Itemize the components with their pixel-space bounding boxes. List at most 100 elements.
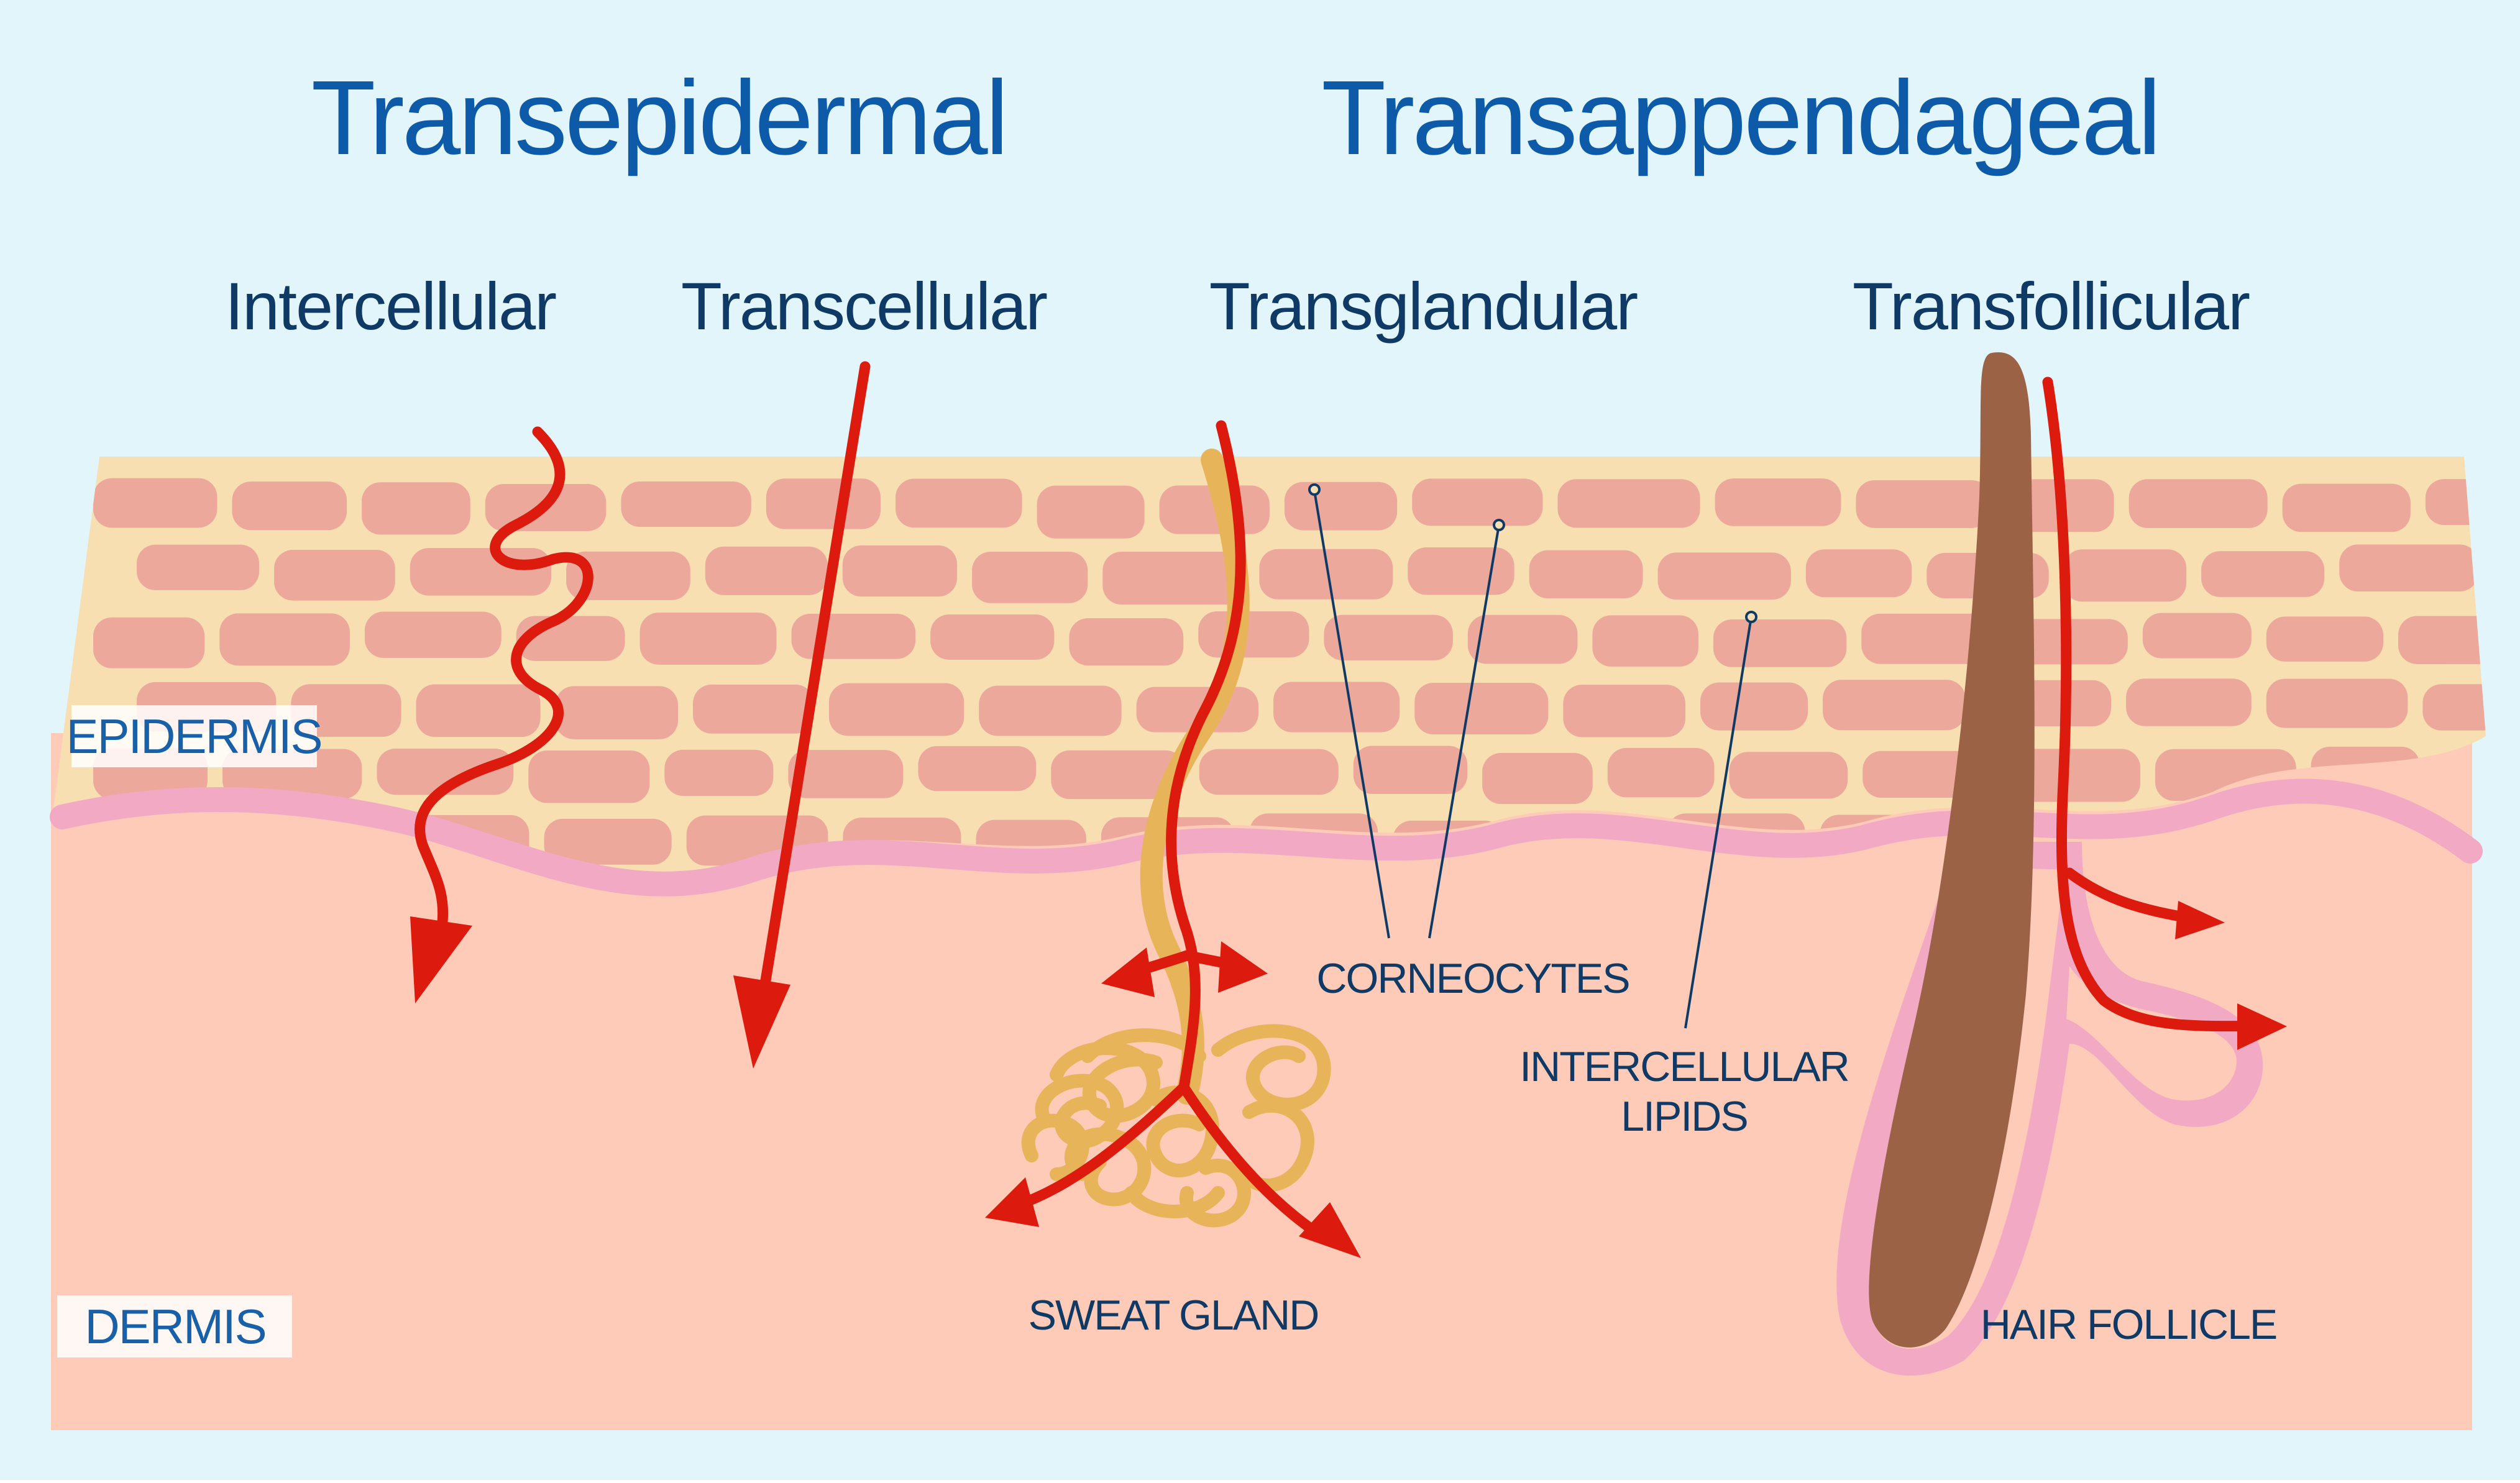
corneocyte-cell bbox=[1324, 614, 1453, 660]
corneocyte-cell bbox=[2142, 613, 2252, 659]
corneocyte-cell bbox=[1861, 613, 1994, 664]
corneocyte-cell bbox=[1607, 747, 1715, 798]
corneocyte-cell bbox=[1102, 552, 1245, 605]
corneocyte-cell bbox=[137, 544, 260, 590]
corneocyte-cell bbox=[1715, 478, 1841, 526]
corneocyte-cell bbox=[930, 614, 1055, 660]
corneocyte-cell bbox=[528, 750, 650, 803]
corneocyte-cell bbox=[416, 684, 541, 737]
corneocyte-cell bbox=[377, 748, 514, 795]
corneocyte-cell bbox=[2398, 616, 2486, 664]
route-transcellular: Transcellular bbox=[681, 268, 1047, 344]
pointer-lines bbox=[1308, 483, 1757, 1029]
corneocyte-cell bbox=[274, 550, 395, 601]
corneocyte-cell bbox=[1805, 549, 1912, 598]
corneocyte-pointer-dot-1 bbox=[1308, 483, 1321, 496]
corneocyte-pointer-1 bbox=[1313, 490, 1390, 939]
follicle-arrowhead-upper bbox=[2175, 901, 2225, 939]
lipid-pointer-dot bbox=[1745, 611, 1757, 623]
corneocyte-cell bbox=[232, 481, 347, 531]
corneocyte-cell bbox=[2126, 678, 2252, 726]
corneocyte-cell bbox=[291, 684, 401, 737]
corneocyte-pointer-2 bbox=[1428, 524, 1500, 939]
corneocyte-cell bbox=[1284, 481, 1398, 531]
corneocyte-cell bbox=[895, 478, 1022, 528]
transcellular-route-arrow bbox=[754, 361, 871, 1024]
corneocyte-cell bbox=[979, 685, 1122, 736]
corneocyte-cell bbox=[410, 548, 552, 596]
corneocyte-cell bbox=[2266, 616, 2384, 662]
epidermis-label-box bbox=[71, 705, 317, 767]
basement-membrane bbox=[50, 778, 2483, 897]
corneocyte-cell bbox=[1700, 682, 1808, 731]
corneocyte-cell bbox=[1657, 552, 1791, 600]
corneocyte-cell bbox=[705, 546, 828, 595]
corneocyte-cell bbox=[2001, 749, 2140, 802]
corneocyte-cell bbox=[788, 750, 904, 798]
label-hair-follicle: HAIR FOLLICLE bbox=[1981, 1301, 2277, 1348]
corneocyte-cell bbox=[1713, 619, 1847, 667]
corneocyte-cell bbox=[1467, 614, 1578, 664]
corneocyte-cell bbox=[1557, 479, 1700, 528]
route-intercellular: Intercellular bbox=[225, 268, 556, 344]
label-sweat-gland: SWEAT GLAND bbox=[1029, 1292, 1319, 1339]
corneocyte-cell bbox=[1037, 485, 1145, 539]
label-intercellular-lipids-line1: INTERCELLULAR bbox=[1519, 1043, 1849, 1090]
label-corneocytes: CORNEOCYTES bbox=[1316, 955, 1629, 1002]
intercellular-route-arrow bbox=[415, 426, 593, 938]
transcellular-arrowhead bbox=[733, 975, 790, 1069]
corneocyte-cell bbox=[2063, 549, 2187, 602]
corneocyte-cell bbox=[364, 611, 502, 658]
corneocyte-cell bbox=[766, 478, 881, 529]
corneocyte-cell bbox=[93, 478, 218, 528]
corneocyte-cell bbox=[1353, 746, 1468, 794]
corneocyte-cell bbox=[1529, 550, 1643, 599]
corneocyte-cell bbox=[1069, 618, 1184, 666]
corneocyte-cell bbox=[2201, 551, 2325, 597]
corneocyte-cell bbox=[621, 481, 751, 527]
corneocyte-pointer-dot-2 bbox=[1493, 519, 1505, 531]
hair-shaft bbox=[1869, 352, 2035, 1348]
transfollicular-branch-upper bbox=[2064, 867, 2196, 924]
dermis-label-box bbox=[57, 1295, 292, 1358]
corneocyte-cell bbox=[1198, 611, 1309, 658]
corneocyte-cell bbox=[918, 746, 1037, 792]
title-transappendageal: Transappendageal bbox=[1321, 59, 2158, 177]
corneocyte-cell bbox=[842, 545, 958, 597]
corneocyte-cell bbox=[1273, 682, 1400, 732]
corneocyte-cell bbox=[1259, 549, 1393, 600]
corneocyte-cell bbox=[1412, 478, 1543, 526]
follicle-arrowhead-lower bbox=[2237, 1003, 2287, 1050]
lipid-pointer bbox=[1684, 616, 1753, 1029]
corneocyte-cell bbox=[1051, 750, 1184, 800]
corneocyte-cell bbox=[1414, 683, 1549, 734]
title-transepidermal: Transepidermal bbox=[311, 59, 1007, 177]
gland-arrowhead-lower-left bbox=[985, 1177, 1039, 1227]
corneocyte-cell bbox=[664, 749, 774, 796]
corneocyte-cell bbox=[1563, 685, 1685, 737]
corneocyte-cell bbox=[555, 686, 679, 739]
route-transfollicular: Transfollicular bbox=[1853, 268, 2250, 344]
corneocyte-cell bbox=[1592, 615, 1698, 667]
corneocyte-cell bbox=[1199, 749, 1339, 795]
transglandular-branch-lower-left bbox=[1020, 1082, 1189, 1208]
route-transglandular: Transglandular bbox=[1209, 268, 1638, 344]
corneocyte-cell bbox=[2128, 479, 2268, 528]
penetration-arrows bbox=[415, 361, 2268, 1239]
corneocyte-cell bbox=[828, 683, 964, 736]
transglandular-branch-lower-right bbox=[1178, 1082, 1323, 1239]
label-epidermis: EPIDERMIS bbox=[66, 709, 321, 764]
corneocyte-cell bbox=[1729, 752, 1848, 799]
corneocyte-cell bbox=[1408, 547, 1514, 595]
corneocyte-cell bbox=[1823, 680, 1966, 731]
intercellular-arrowhead bbox=[410, 916, 472, 1003]
arrow-heads bbox=[410, 901, 2287, 1258]
corneocyte-cell bbox=[1856, 480, 1991, 528]
transfollicular-route-arrow bbox=[2042, 376, 2268, 1032]
corneocyte-cell bbox=[544, 818, 672, 865]
transglandular-route-arrow bbox=[1166, 420, 1246, 1093]
gland-arrowhead-lower-right bbox=[1299, 1202, 1361, 1258]
corneocyte-cell bbox=[639, 613, 777, 665]
